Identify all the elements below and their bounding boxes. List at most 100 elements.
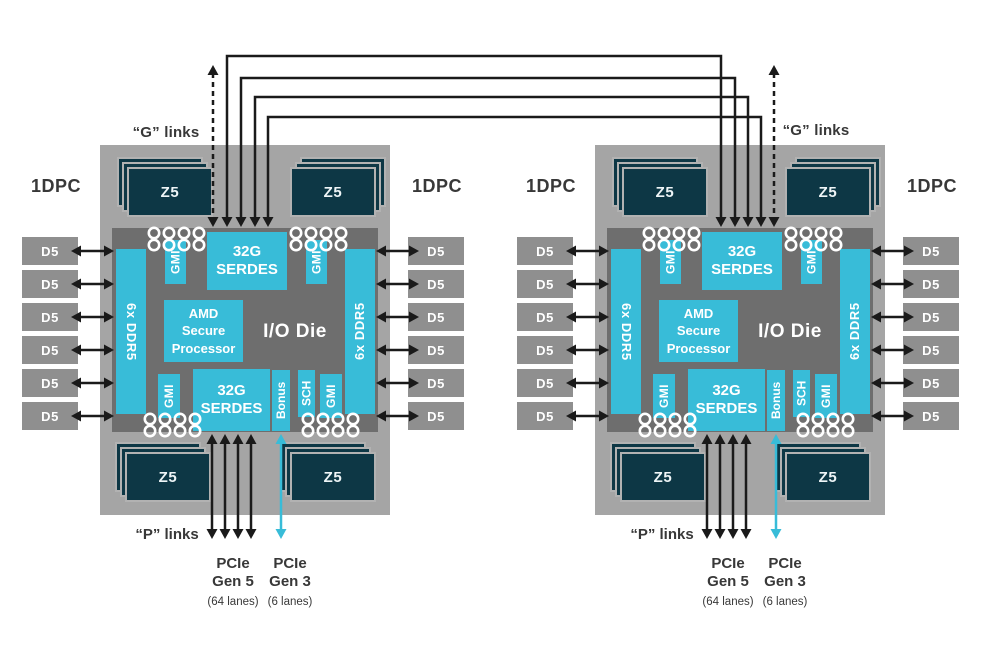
gmi-link-block: GMI	[306, 240, 327, 284]
d5-dimm: D5	[408, 270, 464, 298]
z5-ccd-stack: Z5	[610, 442, 706, 502]
pcie-gen3-line: Gen 3	[764, 573, 806, 590]
pcie-gen3-line: PCIe	[768, 555, 802, 572]
ddr5-controller-left: 6x DDR5	[611, 249, 641, 414]
io-die-label: I/O Die	[758, 321, 822, 342]
dpc-label: 1DPC	[30, 176, 81, 196]
sch-block: SCH	[298, 370, 315, 417]
pcie-gen5-line: Gen 5	[707, 573, 749, 590]
g-links-label: “G” links	[132, 124, 200, 141]
d5-dimm: D5	[903, 237, 959, 265]
ddr5-controller-right: 6x DDR5	[345, 249, 375, 414]
z5-ccd-label: Z5	[127, 167, 213, 217]
serdes-label-line: 32G	[712, 382, 741, 399]
pcie-gen3-label: PCIe Gen 3 (6 lanes)	[252, 555, 328, 608]
pcie-gen3-label: PCIe Gen 3 (6 lanes)	[747, 555, 823, 608]
gmi-link-block: GMI	[815, 374, 837, 418]
secure-label-line: Secure	[181, 323, 226, 339]
pcie-gen5-line: Gen 5	[212, 573, 254, 590]
g-links-label: “G” links	[782, 122, 850, 139]
d5-dimm: D5	[903, 336, 959, 364]
pcie-gen3-line: Gen 3	[269, 573, 311, 590]
pcie-gen5-lanes: (64 lanes)	[207, 596, 259, 608]
z5-ccd-label: Z5	[785, 452, 871, 502]
pcie-gen3-lanes: (6 lanes)	[267, 596, 313, 608]
z5-ccd-label: Z5	[290, 452, 376, 502]
serdes-label-line: SERDES	[695, 400, 758, 417]
d5-dimm: D5	[517, 369, 573, 397]
serdes-label-line: SERDES	[200, 400, 263, 417]
d5-dimm: D5	[408, 303, 464, 331]
gmi-link-block: GMI	[801, 240, 822, 284]
z5-ccd-label: Z5	[622, 167, 708, 217]
z5-ccd-label: Z5	[125, 452, 211, 502]
ddr5-controller-right: 6x DDR5	[840, 249, 870, 414]
bonus-block: Bonus	[767, 370, 785, 431]
dpc-label: 1DPC	[411, 176, 462, 196]
gmi-link-block: GMI	[653, 374, 675, 418]
serdes-label-line: 32G	[727, 243, 757, 260]
z5-ccd-stack: Z5	[290, 157, 386, 217]
gmi-link-block: GMI	[660, 240, 681, 284]
z5-ccd-stack: Z5	[280, 442, 376, 502]
secure-label-line: Processor	[171, 340, 236, 356]
p-links-label: “P” links	[135, 526, 199, 543]
secure-label-line: AMD	[188, 305, 219, 321]
z5-ccd-stack: Z5	[785, 157, 881, 217]
d5-dimm: D5	[517, 237, 573, 265]
gmi-link-block: GMI	[320, 374, 342, 418]
serdes-label-line: SERDES	[711, 261, 773, 278]
d5-dimm: D5	[22, 336, 78, 364]
d5-dimm: D5	[22, 402, 78, 430]
pcie-gen3-lanes: (6 lanes)	[762, 596, 808, 608]
cpu-package: Z5 Z5 Z5 Z5 6x DDR5 6x DDR5 GMI GMI GMI …	[22, 145, 468, 612]
d5-dimm: D5	[22, 237, 78, 265]
d5-dimm: D5	[517, 303, 573, 331]
d5-dimm: D5	[517, 402, 573, 430]
pcie-gen5-label: PCIe Gen 5 (64 lanes)	[690, 555, 766, 608]
d5-dimm: D5	[517, 270, 573, 298]
serdes-top-block: 32G SERDES	[702, 232, 782, 290]
serdes-bottom-block: 32G SERDES	[688, 369, 765, 431]
serdes-label-line: 32G	[217, 382, 246, 399]
d5-dimm: D5	[408, 336, 464, 364]
pcie-gen3-line: PCIe	[273, 555, 307, 572]
d5-dimm: D5	[903, 270, 959, 298]
dpc-label: 1DPC	[525, 176, 576, 196]
secure-label-line: AMD	[683, 305, 714, 321]
sch-block: SCH	[793, 370, 810, 417]
d5-dimm: D5	[22, 270, 78, 298]
gmi-link-block: GMI	[158, 374, 180, 418]
pcie-gen5-label: PCIe Gen 5 (64 lanes)	[195, 555, 271, 608]
d5-dimm: D5	[903, 402, 959, 430]
d5-dimm: D5	[903, 369, 959, 397]
dpc-label: 1DPC	[906, 176, 957, 196]
z5-ccd-stack: Z5	[117, 157, 213, 217]
serdes-label-line: 32G	[232, 243, 262, 260]
d5-dimm: D5	[22, 369, 78, 397]
amd-secure-processor-block: AMD Secure Processor	[164, 300, 243, 362]
gmi-link-block: GMI	[165, 240, 186, 284]
serdes-top-block: 32G SERDES	[207, 232, 287, 290]
bonus-block: Bonus	[272, 370, 290, 431]
io-die-label: I/O Die	[263, 321, 327, 342]
d5-dimm: D5	[903, 303, 959, 331]
pcie-gen5-line: PCIe	[711, 555, 745, 572]
serdes-bottom-block: 32G SERDES	[193, 369, 270, 431]
d5-dimm: D5	[517, 336, 573, 364]
serdes-label-line: SERDES	[216, 261, 278, 278]
secure-label-line: Processor	[666, 340, 731, 356]
secure-label-line: Secure	[676, 323, 721, 339]
p-links-label: “P” links	[630, 526, 694, 543]
pcie-gen5-line: PCIe	[216, 555, 250, 572]
z5-ccd-stack: Z5	[115, 442, 211, 502]
cpu-package: Z5 Z5 Z5 Z5 6x DDR5 6x DDR5 GMI GMI GMI …	[517, 145, 963, 612]
z5-ccd-label: Z5	[290, 167, 376, 217]
z5-ccd-label: Z5	[785, 167, 871, 217]
pcie-gen5-lanes: (64 lanes)	[702, 596, 754, 608]
ddr5-controller-left: 6x DDR5	[116, 249, 146, 414]
d5-dimm: D5	[22, 303, 78, 331]
z5-ccd-stack: Z5	[775, 442, 871, 502]
z5-ccd-label: Z5	[620, 452, 706, 502]
